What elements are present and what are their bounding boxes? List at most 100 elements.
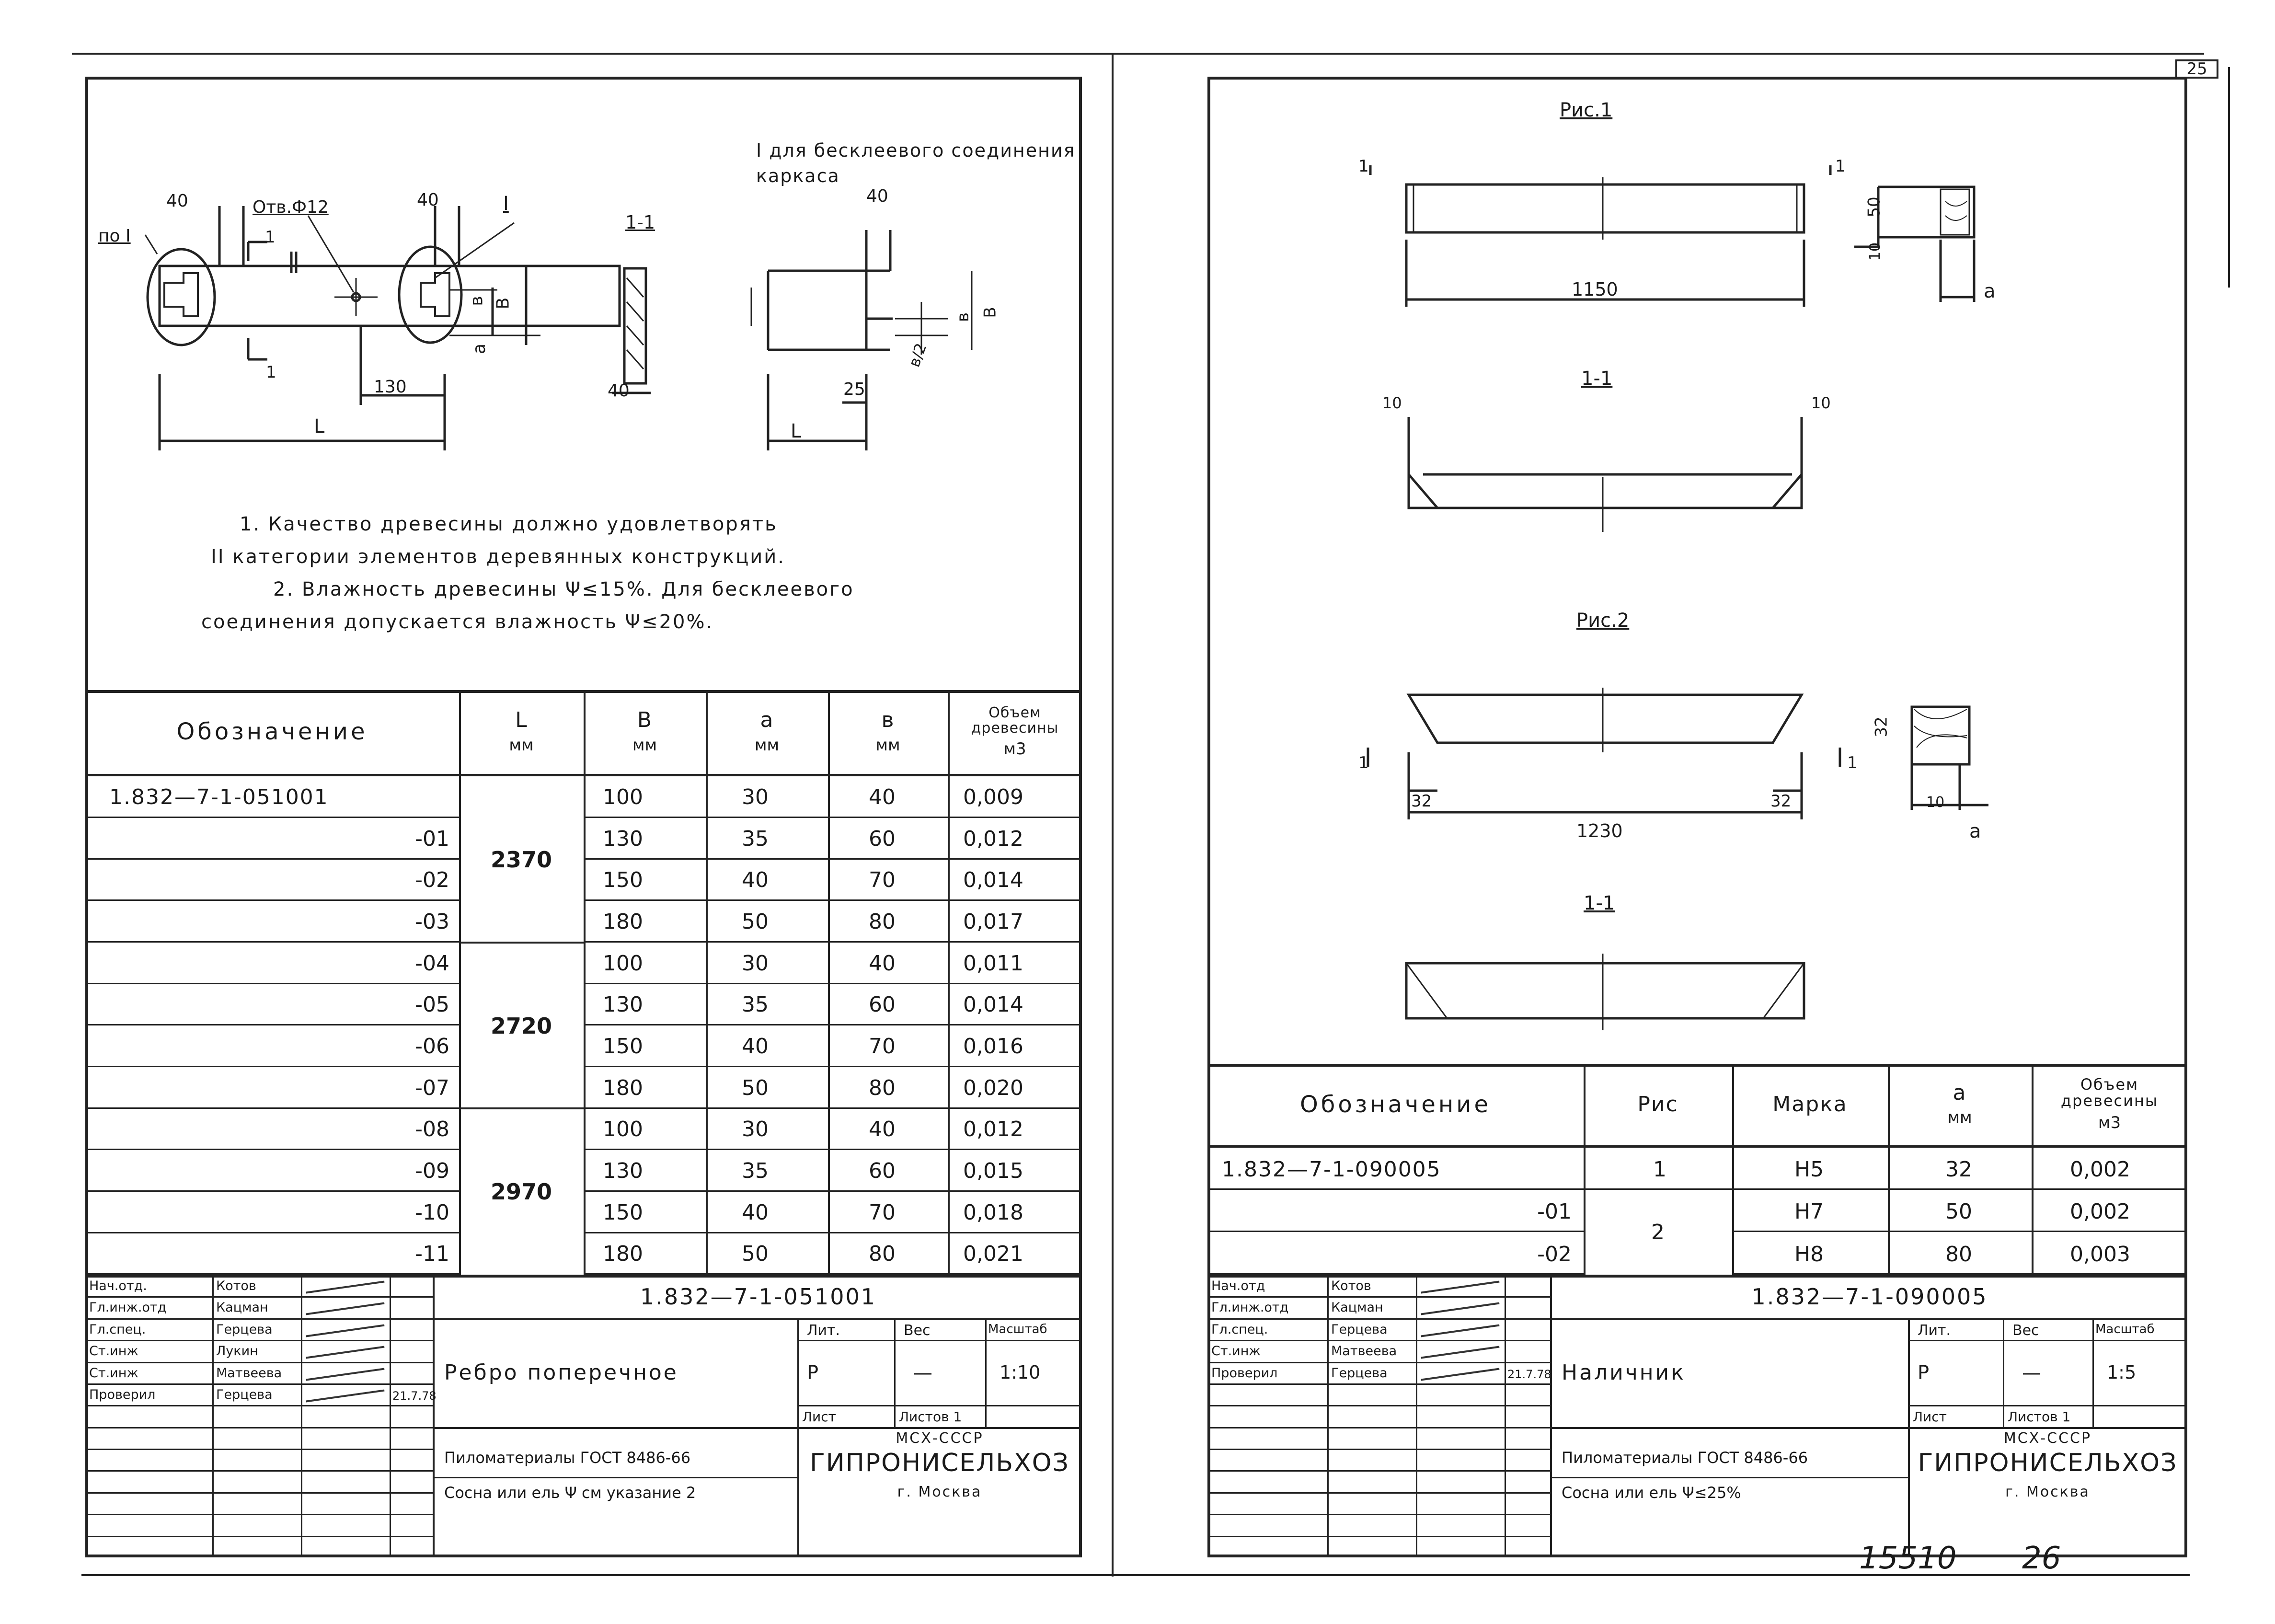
row-b: 70 <box>869 1200 896 1225</box>
note-line-3: 2. Влажность древесины Ψ≤15%. Для бескле… <box>273 578 854 600</box>
signature <box>306 1324 385 1337</box>
row-volume: 0,009 <box>963 785 1023 809</box>
L-group-divider <box>459 1107 584 1109</box>
dim-50: 50 <box>1864 196 1884 218</box>
row-code: -09 <box>415 1159 449 1183</box>
stamp-row-line <box>1207 1492 1550 1494</box>
stamp-name: Котов <box>1331 1278 1371 1293</box>
row-B: 130 <box>603 1159 643 1183</box>
right-header-cell-0: Обозначение <box>1207 1064 1584 1145</box>
row-line <box>85 1232 459 1233</box>
signature <box>306 1302 385 1315</box>
stamp-name: Герцева <box>216 1322 273 1337</box>
stamp-material-line <box>1552 1477 1908 1478</box>
stamp-name: Герцева <box>216 1387 273 1402</box>
row-b: 70 <box>869 1034 896 1059</box>
stamp-date: 21.7.78 <box>392 1389 437 1403</box>
row-B: 150 <box>603 1200 643 1225</box>
row-line <box>85 899 459 901</box>
row-line <box>584 983 1082 984</box>
stamp-name: Котов <box>216 1278 256 1293</box>
stamp-name: Матвеева <box>1331 1344 1397 1359</box>
row-line <box>85 1066 459 1067</box>
stamp-material-line <box>435 1477 797 1478</box>
stamp-row-line <box>1207 1362 1550 1363</box>
left-header-unit-1: мм <box>509 735 534 755</box>
left-header-label-4: в <box>881 708 895 733</box>
section-mark-fig2-left: 1 <box>1358 753 1369 772</box>
row-volume: 0,020 <box>963 1076 1023 1100</box>
left-header-label-2: В <box>637 708 653 733</box>
row-code: -02 <box>415 868 449 892</box>
center-fold-line <box>1112 53 1114 1577</box>
stamp-org-1: МСХ-СССР <box>2003 1430 2092 1447</box>
row-line <box>584 1273 1082 1275</box>
row-line <box>584 941 1082 943</box>
stamp-row-line <box>1207 1296 1550 1298</box>
detail-note-title: I для бесклеевого соединения каркаса <box>756 140 1076 187</box>
stamp-name: Матвеева <box>216 1366 282 1381</box>
right-header-label-4: Объем древесины <box>2060 1075 2159 1110</box>
row-line <box>85 1024 459 1025</box>
L-group-divider <box>459 942 584 944</box>
right-header-label-1: Рис <box>1637 1092 1678 1117</box>
stamp-scale: 1:5 <box>2107 1362 2137 1383</box>
row-volume: 0,017 <box>963 910 1023 934</box>
row-line <box>1207 1231 1584 1232</box>
row-a: 80 <box>1945 1242 1972 1267</box>
left-header-label-3: а <box>760 708 774 733</box>
row-B: 180 <box>603 1076 643 1100</box>
dim-10-fig1: 10 <box>1867 242 1884 261</box>
stamp-scale: 1:10 <box>1000 1362 1041 1383</box>
row-code: -07 <box>415 1076 449 1100</box>
row-code: -10 <box>415 1200 449 1225</box>
signature <box>306 1346 385 1359</box>
stamp-sheets: Листов 1 <box>2008 1409 2071 1425</box>
dim-b-left: в <box>467 296 487 306</box>
row-volume: 0,012 <box>963 827 1023 851</box>
stamp-lower-line <box>435 1427 1082 1429</box>
row-volume: 0,002 <box>2070 1199 2130 1224</box>
stamp-info-col <box>985 1318 987 1427</box>
row-B: 180 <box>603 910 643 934</box>
row-a: 30 <box>742 951 769 976</box>
stamp-row-line <box>85 1296 433 1298</box>
row-line <box>1732 1231 2187 1232</box>
row-line <box>1732 1273 2187 1275</box>
sheet-number-box: 25 <box>2175 59 2218 79</box>
row-volume: 0,015 <box>963 1159 1023 1183</box>
row-volume: 0,012 <box>963 1117 1023 1141</box>
stamp-info-col <box>2092 1318 2094 1427</box>
dim-1230: 1230 <box>1576 820 1623 841</box>
stamp-ves: — <box>913 1362 932 1384</box>
stamp-row-line <box>85 1449 433 1450</box>
stamp-row-line <box>85 1536 433 1537</box>
row-code: 1.832—7-1-090005 <box>1222 1157 1441 1182</box>
stamp-name: Герцева <box>1331 1366 1388 1381</box>
row-code: -11 <box>415 1242 449 1266</box>
left-header-unit-4: мм <box>875 735 900 755</box>
row-B: 150 <box>603 1034 643 1059</box>
row-line <box>85 941 459 943</box>
stamp-role: Ст.инж <box>1211 1344 1261 1359</box>
stamp-row-line <box>1207 1318 1550 1320</box>
note-line-1: 1. Качество древесины должно удовлетворя… <box>240 513 778 535</box>
note-line-4: соединения допускается влажность Ψ≤20%. <box>201 611 714 633</box>
stamp-role: Нач.отд <box>1211 1278 1265 1293</box>
dim-B-joint: В <box>980 307 1000 318</box>
stamp-role: Гл.инж.отд <box>1211 1300 1289 1315</box>
row-a: 30 <box>742 785 769 809</box>
row-a: 35 <box>742 992 769 1017</box>
stamp-info-col <box>894 1318 896 1427</box>
sheet-number: 25 <box>2186 59 2207 79</box>
dim-B-left: B <box>493 297 513 310</box>
stamp-title: Наличник <box>1562 1360 1686 1385</box>
right-header-unit-4: м3 <box>2098 1113 2121 1132</box>
